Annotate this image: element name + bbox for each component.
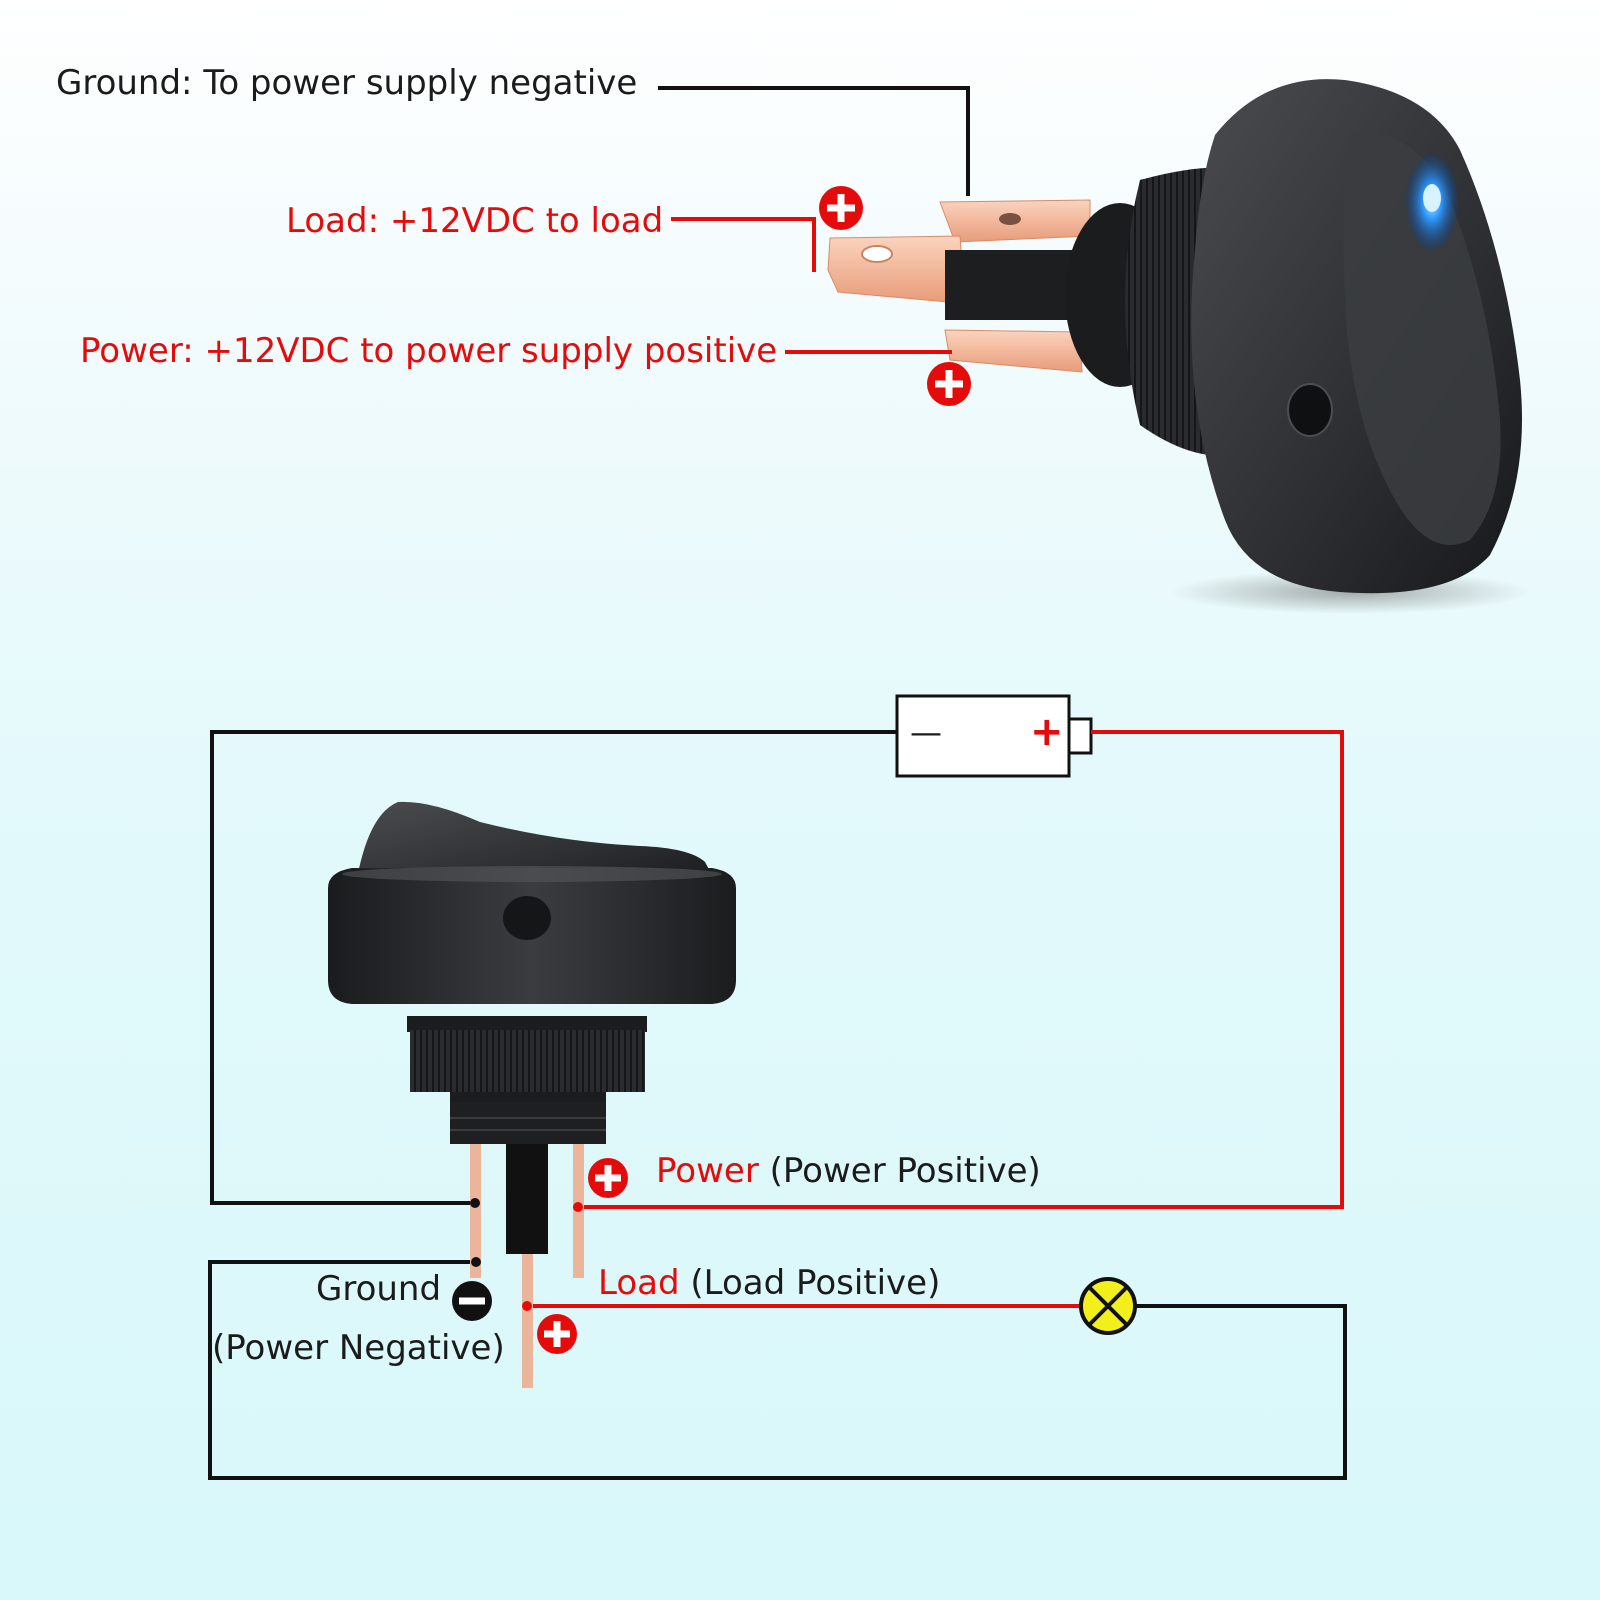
battery-negative-sign: — (910, 713, 942, 751)
battery-positive-sign: + (1030, 709, 1064, 755)
load-leader-line (671, 217, 816, 272)
minus-circle-icon (452, 1281, 492, 1321)
center-post (506, 1144, 548, 1254)
power-pin-label: Power (Power Positive) (656, 1154, 1041, 1188)
switch-2d-illustration (328, 801, 736, 1144)
switch-knurled-nut-2d (410, 1030, 645, 1092)
junction-dot (522, 1301, 532, 1311)
switch-hole-3d (1287, 383, 1333, 437)
load-pin (522, 1254, 533, 1388)
ground-pin (470, 1144, 481, 1278)
ground-leader-line (658, 86, 970, 196)
load-word: Load (598, 1263, 680, 1303)
power-label: Power: +12VDC to power supply positive (80, 331, 778, 371)
plus-circle-icon (927, 362, 971, 406)
plus-circle-icon (588, 1158, 628, 1198)
load-pin-label: Load (Load Positive) (598, 1266, 940, 1300)
power-detail: (Power Positive) (769, 1151, 1041, 1191)
ground-pin-word: Ground (316, 1269, 442, 1309)
ground-pin-detail: (Power Negative) (212, 1328, 505, 1368)
load-label: Load: +12VDC to load (286, 201, 664, 241)
switch-hole-2d (503, 896, 551, 940)
junction-dot (471, 1257, 481, 1267)
switch-rocker-face (1343, 130, 1501, 545)
return-wire (208, 1260, 1347, 1480)
switch-terminals-3d (827, 199, 1091, 373)
switch-3d-illustration (827, 79, 1530, 614)
junction-dot (573, 1202, 583, 1212)
switch-thread-2d (450, 1102, 606, 1144)
junction-dot (470, 1198, 480, 1208)
lamp-icon (1079, 1277, 1137, 1335)
plus-circle-icon (819, 186, 863, 230)
load-detail: (Load Positive) (690, 1263, 941, 1303)
ground-label: Ground: To power supply negative (56, 63, 638, 103)
plus-circle-icon (537, 1314, 577, 1354)
power-word: Power (656, 1151, 759, 1191)
negative-wire (210, 730, 897, 1205)
positive-wire (578, 730, 1344, 1209)
battery-icon (895, 694, 1093, 778)
